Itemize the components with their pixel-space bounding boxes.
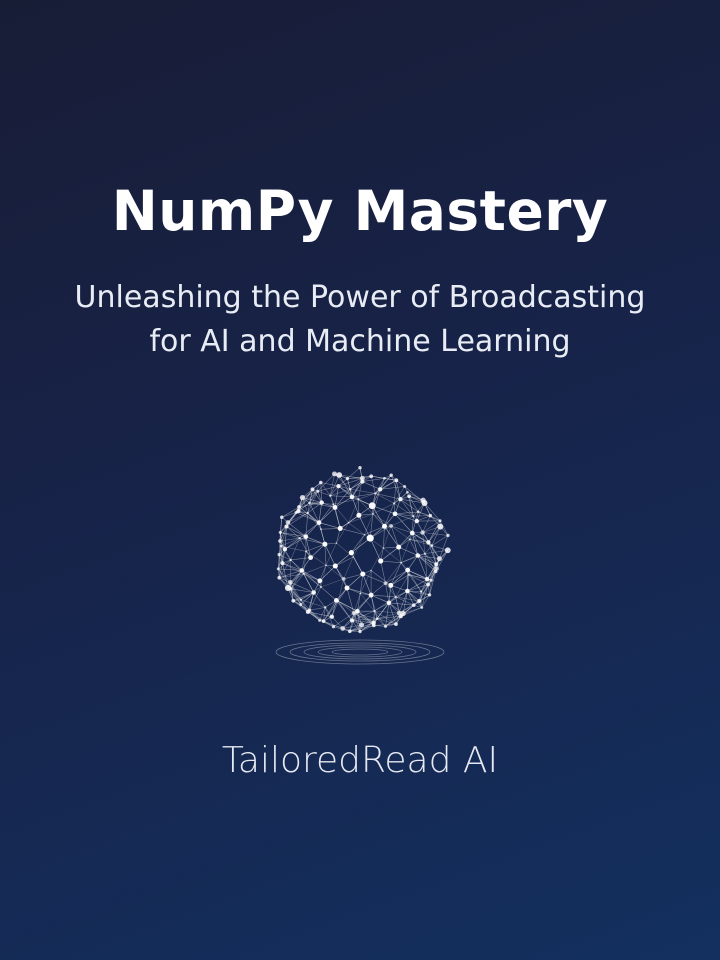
network-sphere-graphic [275,466,451,665]
network-nodes [276,466,451,634]
publisher-name: TailoredRead AI [221,740,499,781]
ripple-ring [289,642,431,662]
ripple-ring [331,648,389,656]
ripple-ring [303,644,417,660]
book-title: NumPy Mastery [111,179,609,243]
ripple-ring [317,646,403,658]
ripple-ring [275,639,445,665]
book-subtitle: Unleashing the Power of Broadcasting for… [74,280,646,359]
network-sphere-icon [240,460,480,680]
